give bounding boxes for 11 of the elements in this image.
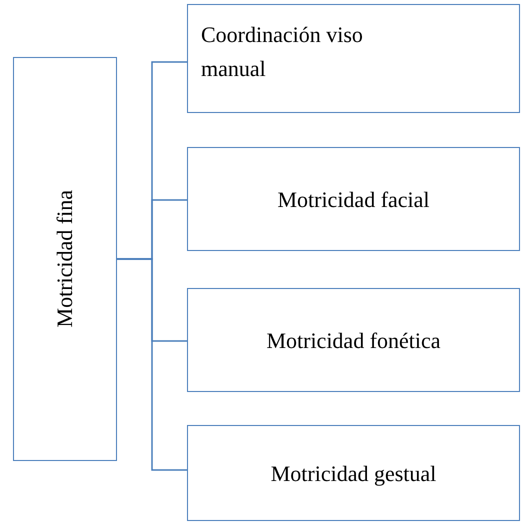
- box-label: Coordinación viso manual: [201, 21, 364, 83]
- connector-line: [117, 258, 187, 471]
- box-label: Motricidad fonética: [266, 326, 441, 354]
- process-box: [187, 147, 520, 251]
- process-box: [187, 4, 520, 113]
- box-label: Motricidad fina: [54, 190, 76, 328]
- process-box: [187, 288, 520, 392]
- box-label: Motricidad gestual: [270, 460, 436, 488]
- process-box: [13, 57, 117, 461]
- process-box: [187, 425, 520, 521]
- box-label: Motricidad facial: [277, 186, 430, 214]
